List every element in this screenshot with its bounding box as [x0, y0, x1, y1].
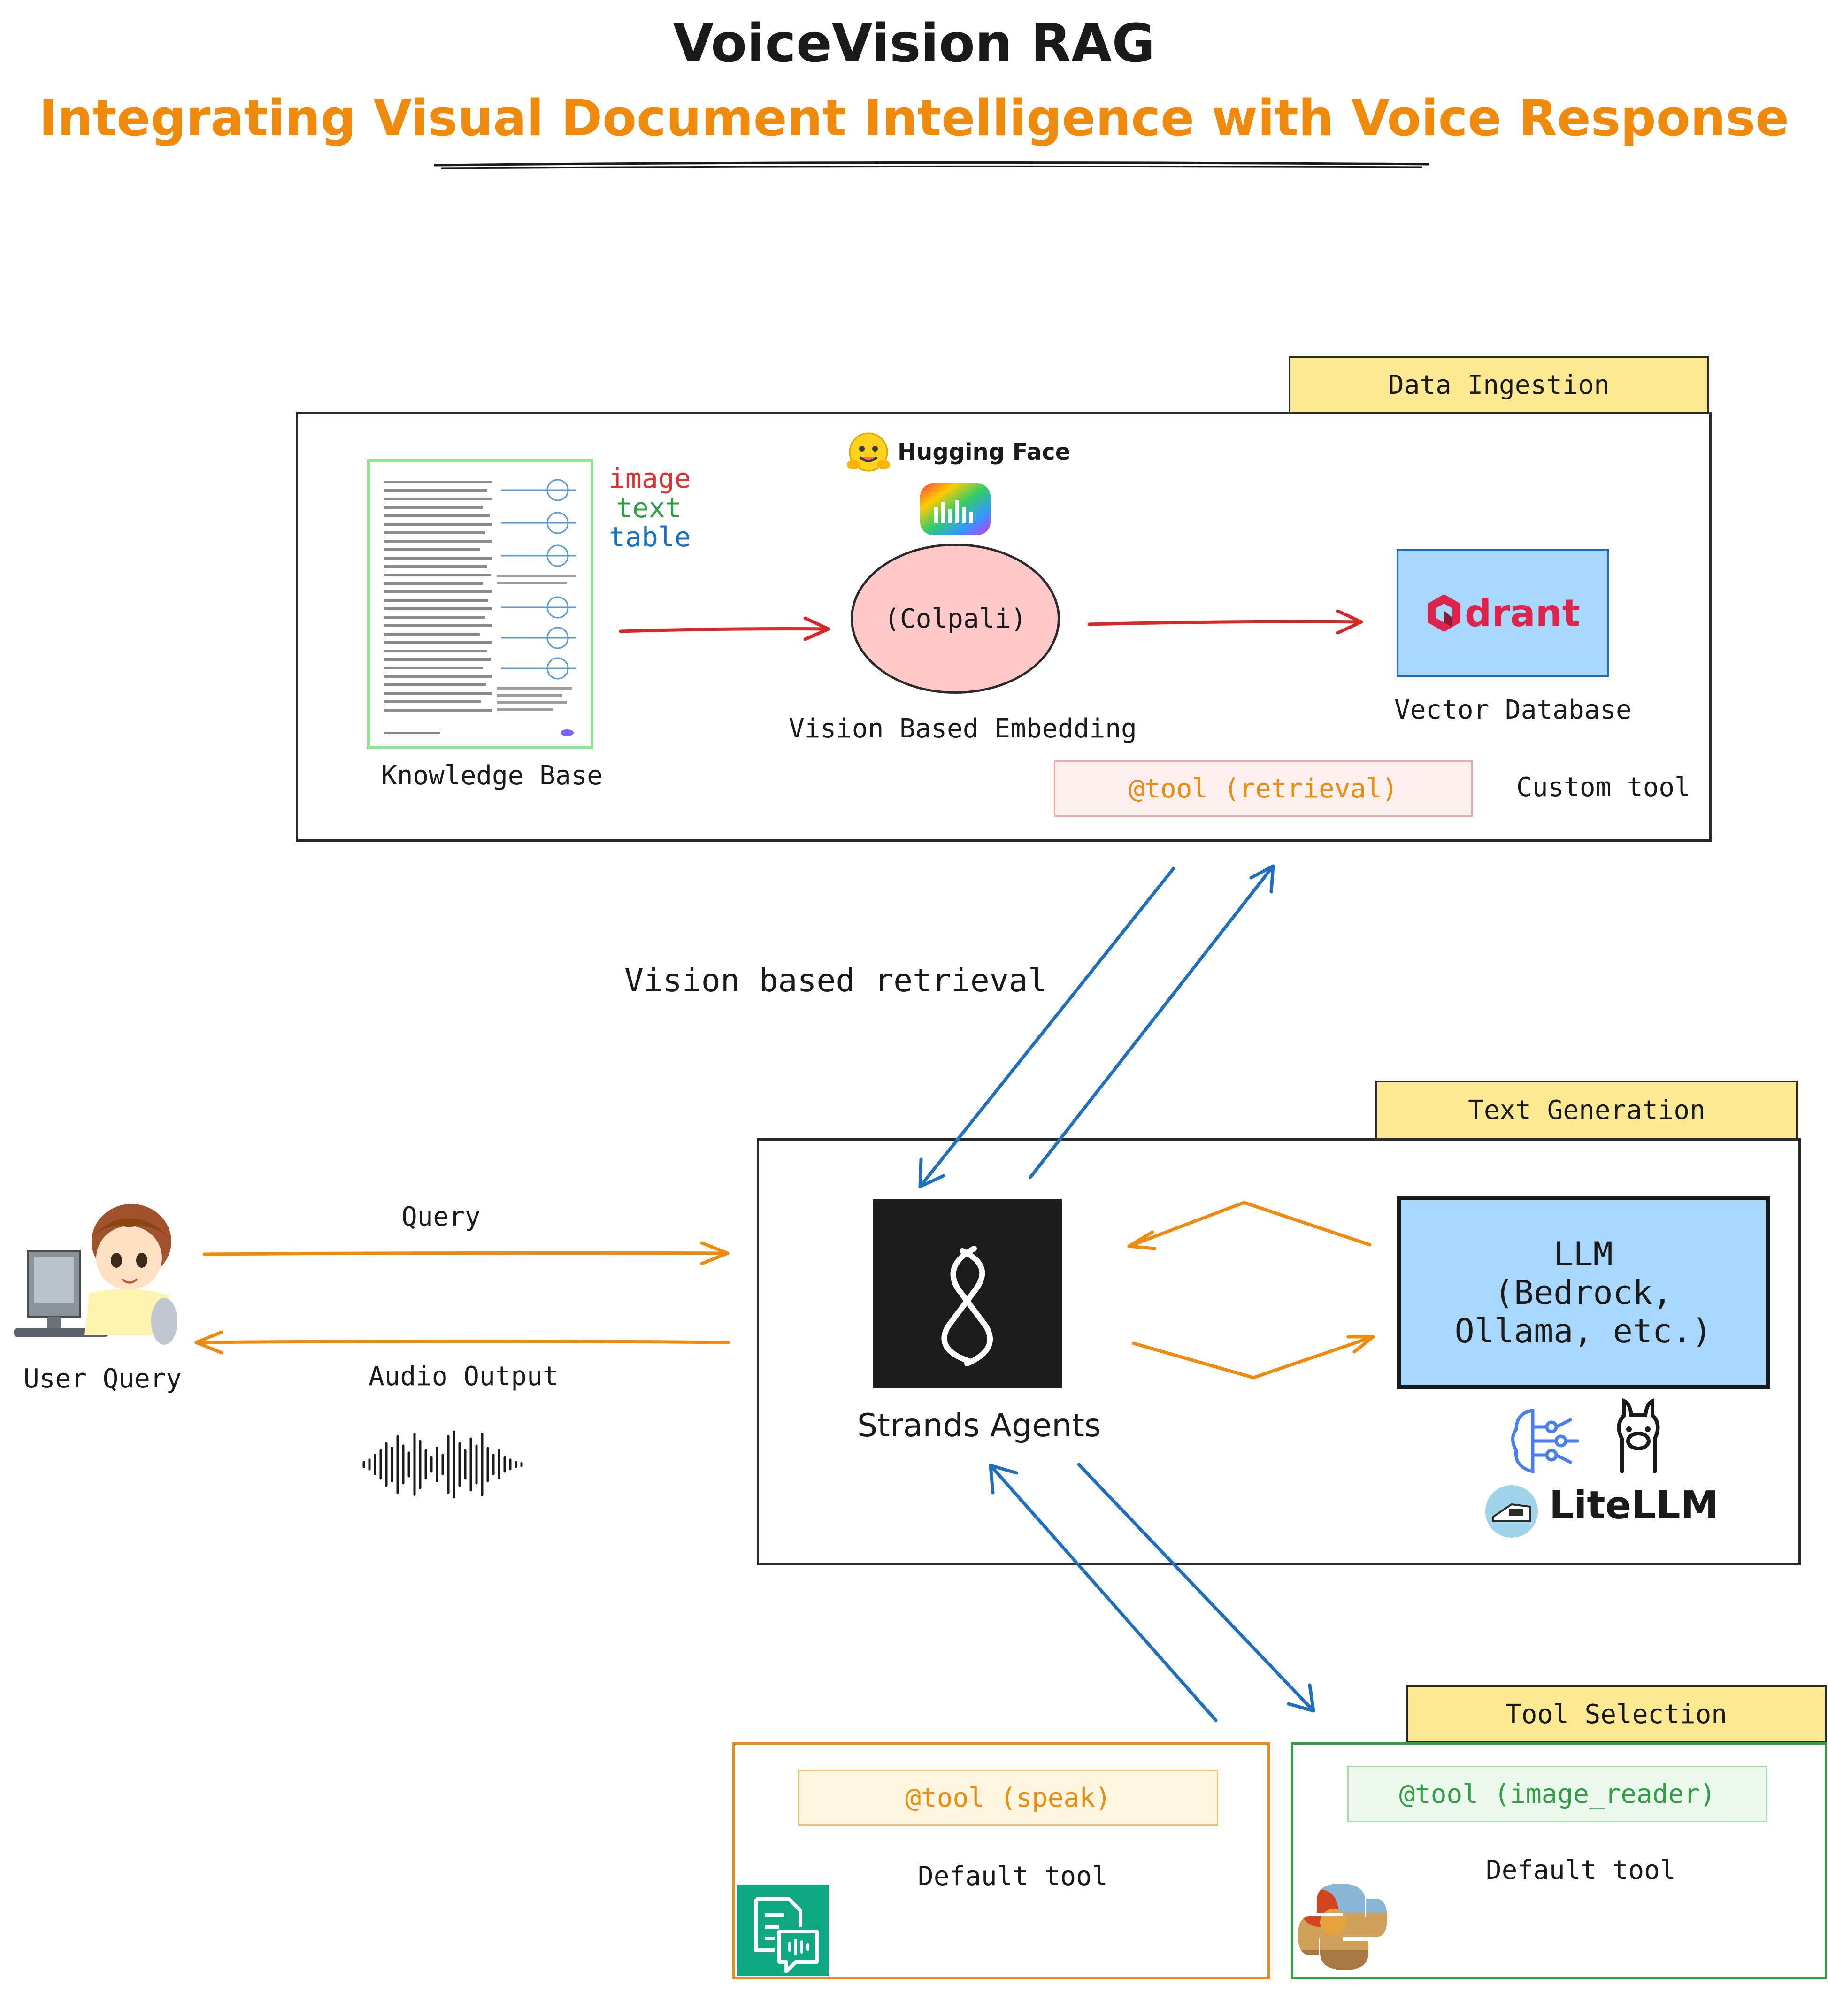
llm-line3: Ollama, etc.) — [1454, 1312, 1712, 1350]
user-query-label: User Query — [23, 1364, 182, 1394]
ollama-llama-icon — [1617, 1398, 1660, 1473]
custom-tool-label: Custom tool — [1516, 772, 1690, 803]
strands-dna-icon — [941, 1246, 993, 1366]
speak-default-label: Default tool — [918, 1861, 1108, 1892]
arrow-colpali-to-qdrant — [1087, 609, 1363, 635]
modality-image: image — [609, 462, 691, 494]
arrow-query-to-agent — [202, 1241, 730, 1265]
vision-retrieval-label: Vision based retrieval — [624, 962, 1047, 999]
user-at-computer-icon — [14, 1204, 177, 1345]
arrow-kb-to-colpali — [619, 616, 830, 641]
llm-line1: LLM — [1553, 1235, 1613, 1273]
audio-output-label: Audio Output — [369, 1361, 559, 1392]
speak-tool: @tool (speak) — [798, 1770, 1218, 1826]
litellm-label: LiteLLM — [1549, 1483, 1719, 1528]
page-title: VoiceVision RAG — [673, 13, 1155, 74]
arrow-audio-to-user — [194, 1330, 730, 1355]
modality-table: table — [609, 521, 691, 553]
arrow-agent-to-llm — [1132, 1335, 1375, 1380]
strands-agents-label: Strands Agents — [857, 1407, 1101, 1444]
knowledge-base-document — [367, 459, 593, 749]
qdrant-icon — [1428, 594, 1461, 632]
vision-embedding-label: Vision Based Embedding — [789, 713, 1137, 744]
modality-text: text — [616, 492, 682, 524]
strands-agents-logo — [873, 1199, 1062, 1388]
colpali-embedding-node: (Colpali) — [851, 544, 1060, 694]
llm-line2: (Bedrock, — [1494, 1273, 1673, 1312]
arrow-agent-to-tool — [1077, 1463, 1315, 1713]
retrieval-tool: @tool (retrieval) — [1054, 760, 1473, 817]
bedrock-brain-icon — [1511, 1408, 1579, 1474]
huggingface-icon — [847, 432, 890, 472]
knowledge-base-label: Knowledge Base — [381, 760, 603, 791]
vector-database-label: Vector Database — [1394, 695, 1632, 725]
python-image-icon — [1298, 1884, 1387, 1970]
image-reader-default-label: Default tool — [1486, 1855, 1676, 1886]
colpali-logo-icon — [920, 483, 991, 535]
arrow-agent-to-retrieval — [1029, 864, 1275, 1179]
page-subtitle: Integrating Visual Document Intelligence… — [38, 89, 1790, 147]
audio-waveform-icon — [362, 1430, 523, 1499]
arrow-llm-to-agent — [1127, 1201, 1372, 1250]
tool-selection-tag: Tool Selection — [1406, 1685, 1827, 1743]
speech-doc-icon-tile — [737, 1885, 829, 1976]
arrow-retrieval-to-agent — [918, 866, 1175, 1188]
arrow-tool-to-agent — [989, 1464, 1218, 1722]
huggingface-label: Hugging Face — [898, 439, 1071, 465]
qdrant-vector-db: drant — [1397, 549, 1609, 677]
image-reader-tool: @tool (image_reader) — [1347, 1766, 1767, 1822]
text-generation-tag: Text Generation — [1375, 1081, 1798, 1140]
qdrant-logo-text: drant — [1465, 591, 1580, 635]
colpali-label: (Colpali) — [884, 603, 1027, 634]
litellm-train-icon — [1485, 1485, 1538, 1538]
llm-box: LLM (Bedrock, Ollama, etc.) — [1397, 1196, 1770, 1389]
speech-doc-icon — [754, 1897, 819, 1973]
document-page-icon — [384, 479, 576, 736]
data-ingestion-tag: Data Ingestion — [1289, 356, 1709, 414]
query-label: Query — [401, 1202, 481, 1232]
